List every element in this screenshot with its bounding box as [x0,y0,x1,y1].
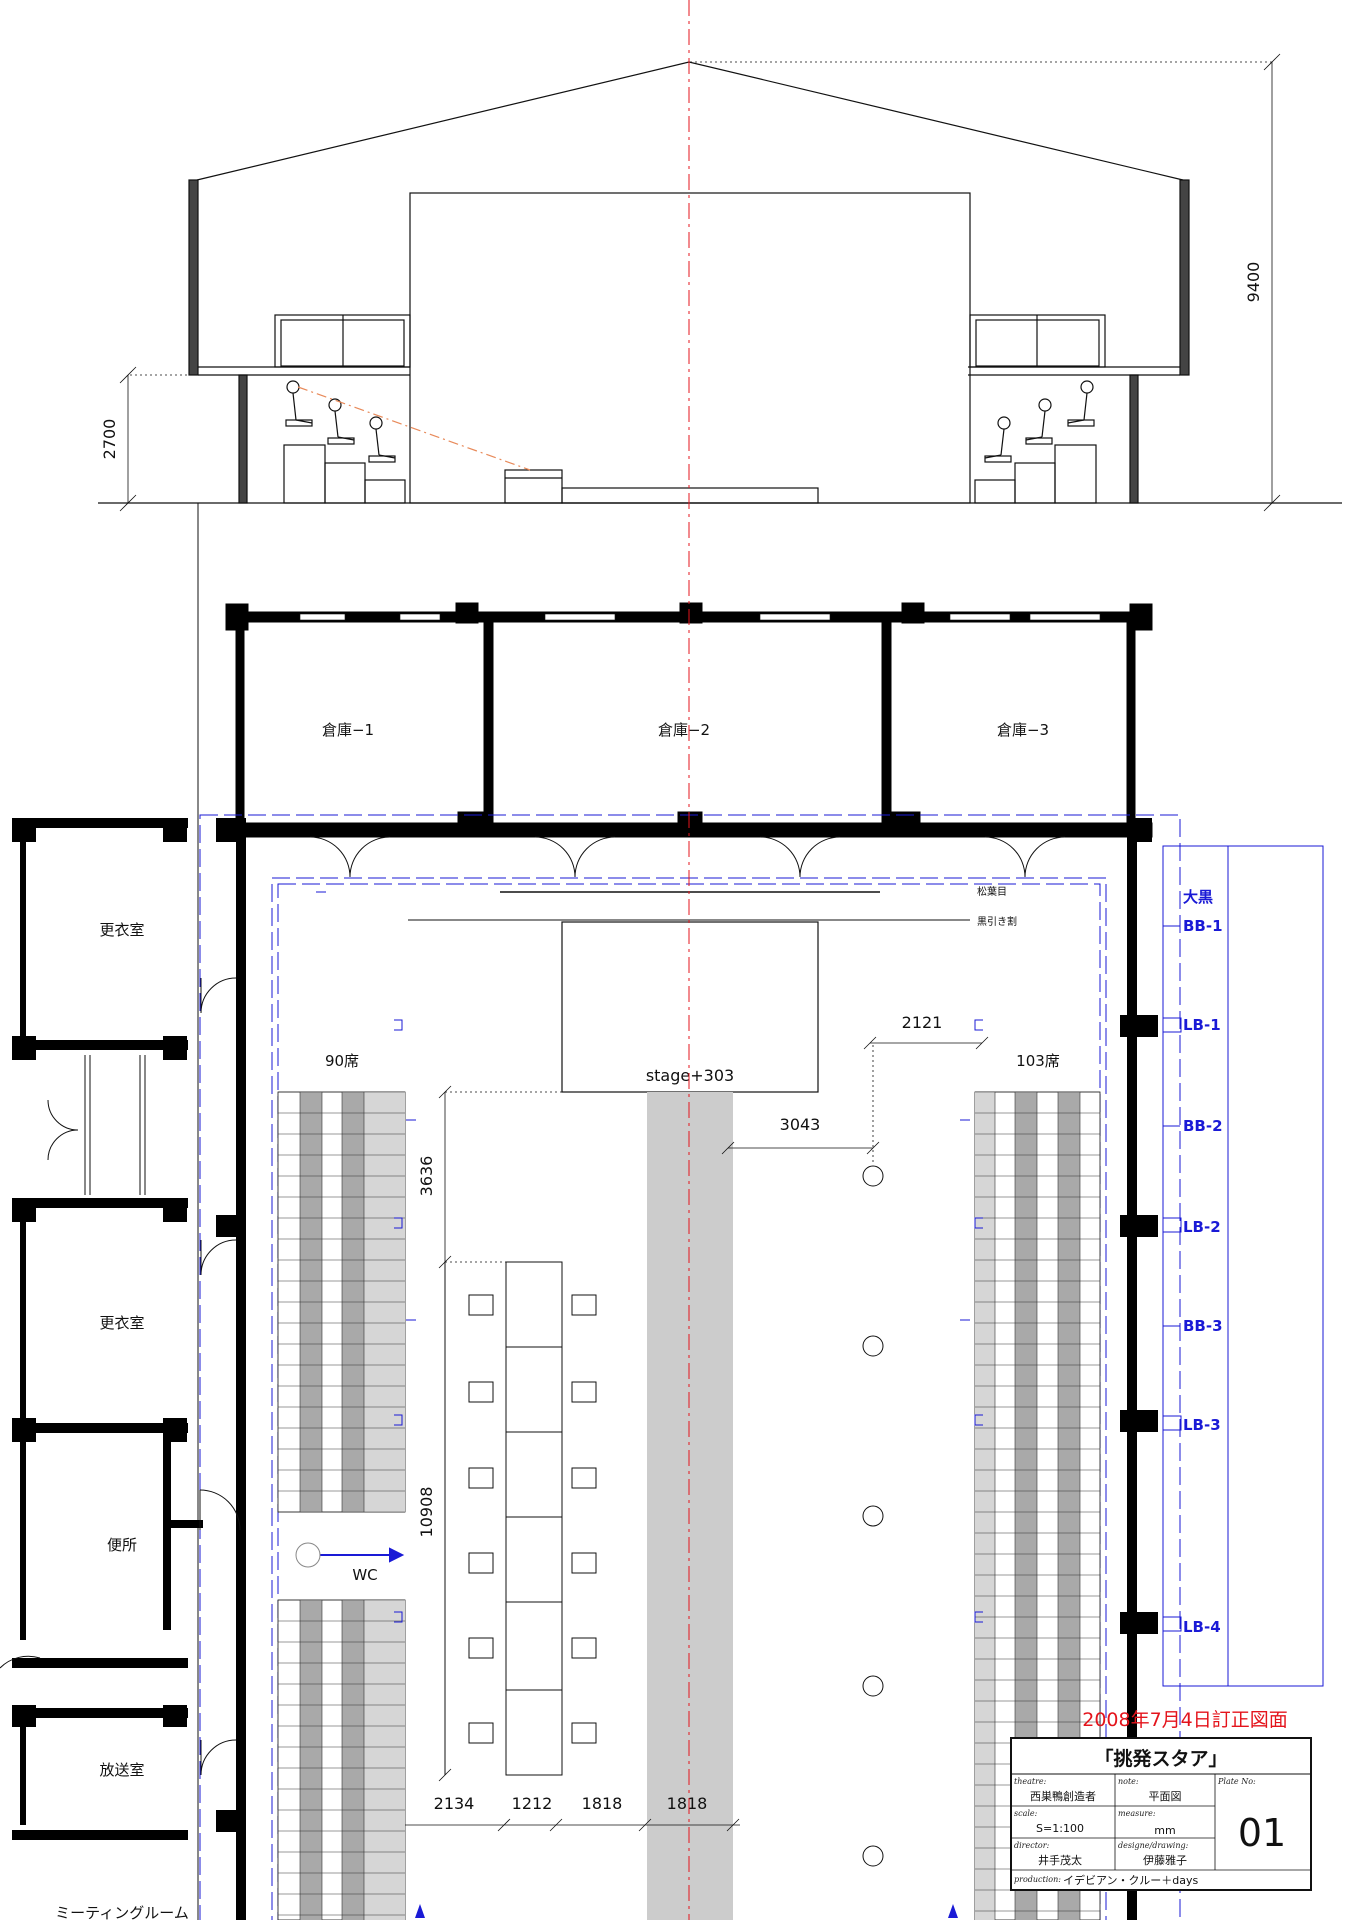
label-stage: stage+303 [646,1066,734,1085]
tb-note-caption: note: [1118,1777,1139,1786]
tb-scale-value: S=1:100 [1036,1822,1084,1835]
dim-2134: 2134 [434,1794,475,1813]
left-riser-3 [364,479,406,504]
tb-director-value: 井手茂太 [1038,1853,1082,1867]
title-block-title: 「挑発スタア」 [1094,1747,1227,1770]
arrow-up-left [415,1904,425,1918]
left-outer-wall [188,179,199,376]
blue-markers [316,891,983,1623]
plan-dimension-lines [405,1036,989,1832]
left-inner-post [238,374,248,504]
title-block [1010,1737,1312,1891]
seats-right-count: 103席 [1016,1052,1060,1070]
tb-design-caption: designe/drawing: [1118,1841,1189,1850]
room-meeting: ミーティングルーム [55,1904,189,1920]
section-elevation [98,53,1342,512]
room-storage-2: 倉庫−2 [658,721,710,739]
room-toilet: 便所 [107,1536,137,1554]
room-dressing-2: 更衣室 [99,1314,144,1332]
left-rooms-doors [0,977,241,1776]
dim-height-side: 2700 [100,419,119,460]
right-riser-3 [974,479,1016,504]
lighting-bar-1: BB-1 [1183,917,1223,935]
stage-block-column [444,1261,597,1776]
tb-scale-caption: scale: [1014,1809,1038,1818]
dim-3043: 3043 [780,1115,821,1134]
dim-1818-a: 1818 [582,1794,623,1813]
room-storage-3: 倉庫−3 [997,721,1049,739]
tb-production-value: イデビアン・クルー＋days [1063,1873,1198,1887]
hall-walls [216,818,1158,1920]
right-riser-1 [1054,444,1097,504]
tb-director-caption: director: [1014,1841,1050,1850]
storage-block [225,602,1153,838]
left-seating [277,1091,406,1920]
tb-theatre-caption: theatre: [1014,1777,1047,1786]
room-storage-1: 倉庫−1 [322,721,374,739]
revision-note: 2008年7月4日訂正図面 [1082,1709,1288,1731]
tb-theatre-value: 西巣鴨創造者 [1030,1789,1096,1803]
tb-measure-value: mm [1154,1824,1175,1837]
right-riser-2 [1014,462,1056,504]
right-inner-post [1129,374,1139,504]
tb-design-value: 伊藤雅子 [1143,1853,1187,1867]
audience-figures-right [984,380,1095,463]
tb-production-caption: production: [1014,1875,1061,1884]
lighting-bar-3: BB-2 [1183,1117,1223,1135]
lighting-bar-7: LB-4 [1183,1618,1221,1636]
seat-grid-lines [278,1091,1100,1920]
dim-3636: 3636 [417,1156,436,1197]
tb-measure-caption: measure: [1118,1809,1156,1818]
tb-plate-value: 01 [1238,1811,1286,1855]
left-riser-1 [283,444,326,504]
structural-columns [862,1165,884,1867]
stage-platform [561,487,819,504]
lighting-bar-6: LB-3 [1183,1416,1221,1434]
left-riser-2 [324,462,366,504]
dim-1212: 1212 [512,1794,553,1813]
lighting-bar-0: 大黒 [1183,888,1213,906]
label-wc: WC [352,1566,377,1584]
lighting-bar-panel [1162,845,1324,1687]
lighting-bar-2: LB-1 [1183,1016,1221,1034]
label-curtain-draw: 黒引き割 [977,915,1017,928]
right-outer-wall [1179,179,1190,376]
dim-10908: 10908 [417,1487,436,1538]
center-aisle [647,1092,733,1920]
storage-doors [309,836,1066,878]
sightline [297,386,531,471]
stage-step [504,469,563,504]
dim-1818-b: 1818 [667,1794,708,1813]
dim-2121: 2121 [902,1013,943,1032]
room-broadcast: 放送室 [99,1761,144,1779]
audience-figures-left [285,380,396,463]
lighting-bar-4: LB-2 [1183,1218,1221,1236]
left-rooms-walls [12,818,246,1840]
roof-outline [196,61,1184,181]
tb-note-value: 平面図 [1149,1790,1182,1803]
wc-fixture [295,1542,321,1568]
arrow-up-right [948,1904,958,1918]
dim-height-total: 9400 [1244,262,1263,303]
label-curtain-main: 松葉目 [977,885,1007,898]
lighting-bar-5: BB-3 [1183,1317,1223,1335]
seats-left-count: 90席 [325,1052,359,1070]
room-dressing-1: 更衣室 [99,921,144,939]
stage-area [561,921,819,1093]
tb-plate-caption: Plate No: [1217,1777,1256,1786]
